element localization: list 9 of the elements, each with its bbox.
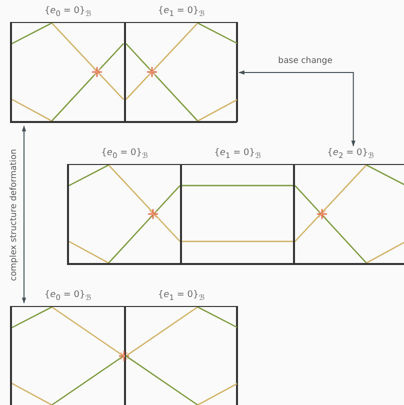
cell-heading: {e$_{2}$ = 0}$_{ℬ}$ (327, 148, 374, 160)
cell-heading: {e$_{1}$ = 0}$_{ℬ}$ (214, 148, 261, 160)
cell-heading: {e$_{0}$ = 0}$_{ℬ}$ (44, 6, 92, 18)
cell-heading: {e$_{1}$ = 0}$_{ℬ}$ (158, 6, 205, 18)
edge-label: base change (277, 56, 334, 66)
cell-heading: {e$_{0}$ = 0}$_{ℬ}$ (44, 290, 92, 302)
cell-heading: {e$_{0}$ = 0}$_{ℬ}$ (101, 148, 148, 160)
edge-label: complex structure deformation (8, 148, 19, 282)
cell-heading: {e$_{1}$ = 0}$_{ℬ}$ (158, 290, 205, 302)
